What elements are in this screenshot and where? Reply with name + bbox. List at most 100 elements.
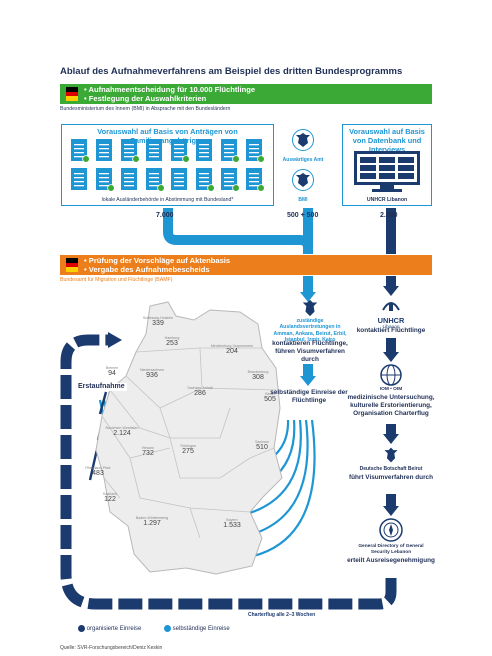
iom-globe-icon xyxy=(380,364,402,386)
federal-eagle-icon xyxy=(384,447,398,463)
state-name: Berlin xyxy=(265,392,275,396)
step2-authority: Bundesamt für Migration und Flüchtlinge … xyxy=(60,277,173,283)
family-box-caption: lokale Ausländerbehörde in Abstimmung mi… xyxy=(101,197,234,203)
document-icon xyxy=(246,139,265,163)
general-security-logo xyxy=(376,518,406,547)
state-quota: 483 xyxy=(92,470,104,477)
general-security-action: erteilt Ausreisegenehmigung xyxy=(347,557,435,564)
step1-line-1: • Aufnahmeentscheidung für 10.000 Flücht… xyxy=(84,85,256,94)
state-quota: 339 xyxy=(152,320,164,327)
embassy-beirut-eagle xyxy=(380,446,402,469)
iom-logo xyxy=(378,364,404,391)
step1-line-2: • Festlegung der Auswahlkriterien xyxy=(84,94,207,103)
legend-light-dot xyxy=(164,625,171,632)
document-icon xyxy=(246,168,265,192)
state-quota: 732 xyxy=(142,450,154,457)
legend-dark-dot xyxy=(78,625,85,632)
state-name: Bayern xyxy=(226,518,238,522)
step2-line-2: • Vergabe des Aufnahmebescheids xyxy=(84,265,210,274)
state-quota: 936 xyxy=(146,372,158,379)
seal-icon xyxy=(379,518,403,542)
document-icon xyxy=(96,139,112,161)
document-icon xyxy=(146,168,165,192)
family-box-title: Vorauswahl auf Basis von Anträgen von Fa… xyxy=(97,127,238,145)
document-icon xyxy=(221,139,240,163)
state-quota: 505 xyxy=(264,396,276,403)
state-quota: 2.124 xyxy=(113,430,131,437)
unhcr-box-title: Vorauswahl auf Basis von Datenbank und I… xyxy=(349,127,425,154)
state-quota: 122 xyxy=(104,496,116,503)
state-quota: 510 xyxy=(256,444,268,451)
state-quota: 204 xyxy=(226,348,238,355)
count-unhcr: 2.000 xyxy=(380,212,398,219)
state-name: Baden-Württemberg xyxy=(135,516,169,520)
general-security-label: General Directory of General Security Le… xyxy=(358,544,424,555)
iom-label: IOM • OIM xyxy=(379,387,403,392)
legend-organized-label: organisierte Einreise xyxy=(86,626,142,633)
unhcr-action: kontaktiert Flüchtlinge xyxy=(356,327,426,334)
document-icon xyxy=(196,168,215,192)
state-name: Schleswig-Holstein xyxy=(142,316,174,320)
erstaufnahme-label: Erstaufnahme xyxy=(76,383,127,391)
state-name: Mecklenburg-Vorpommern xyxy=(210,344,254,348)
state-name: Hamburg xyxy=(164,336,180,340)
document-icon xyxy=(71,139,90,163)
legend-self-label: selbständige Einreise xyxy=(172,626,230,633)
application-documents-icon xyxy=(71,139,265,192)
step1-authority: Bundesministerium des Innern (BMI) in Ab… xyxy=(60,106,231,112)
step2-banner: • Prüfung der Vorschläge auf Aktenbasis … xyxy=(60,255,432,275)
state-quota: 1.533 xyxy=(223,522,241,529)
federal-eagle-icon xyxy=(302,299,318,317)
federal-eagle-icon xyxy=(292,169,314,191)
unhcr-logo-text: UNHCR xyxy=(377,316,405,325)
state-name: Brandenburg xyxy=(247,370,269,374)
step1-banner: • Aufnahmeentscheidung für 10.000 Flücht… xyxy=(60,84,432,104)
self-entry-label: selbständige Einreise der Flüchtlinge xyxy=(270,389,348,404)
unhcr-icon xyxy=(382,302,400,311)
state-name: Thüringen xyxy=(179,444,197,448)
state-name: Rheinland-Pfalz xyxy=(85,466,111,470)
state-name: Sachsen-Anhalt xyxy=(187,386,213,390)
state-name: Niedersachsen xyxy=(140,368,164,372)
count-bmi: 500 + 500 xyxy=(287,212,319,219)
document-icon xyxy=(221,168,240,192)
german-flag-icon xyxy=(66,87,78,101)
state-name: Saarland xyxy=(102,492,118,496)
document-icon xyxy=(121,139,140,163)
document-icon xyxy=(171,168,187,190)
auswaertiges-amt: Auswärtiges Amt xyxy=(282,128,324,163)
state-quota: 275 xyxy=(182,448,194,455)
charter-label: Charterflug alle 2–3 Wochen xyxy=(248,612,316,618)
state-name: Bremen xyxy=(105,366,119,370)
source-note: Quelle: SVR-Forschungsbereich/Deniz Kesk… xyxy=(60,645,163,651)
germany-map xyxy=(95,301,283,575)
embassy-beirut-label: Deutsche Botschaft Beirut xyxy=(359,466,423,472)
embassy-beirut-action: führt Visumverfahren durch xyxy=(348,474,434,481)
document-icon xyxy=(196,139,212,161)
legend-organized: organisierte Einreise xyxy=(78,625,141,632)
german-flag-icon xyxy=(66,258,78,272)
legend-self: selbständige Einreise xyxy=(164,625,230,632)
database-monitor-icon xyxy=(354,151,420,192)
family-selection-box: Vorauswahl auf Basis von Anträgen von Fa… xyxy=(61,124,274,206)
document-icon xyxy=(71,168,87,190)
document-icon xyxy=(171,139,190,163)
state-name: Hessen xyxy=(141,446,155,450)
bmi: BMI xyxy=(282,168,324,203)
state-quota: 94 xyxy=(108,370,116,377)
embassies-label: zuständige Auslandsvertretungen in Amman… xyxy=(273,318,347,344)
diagram-title: Ablauf des Aufnahmeverfahrens am Beispie… xyxy=(60,66,403,77)
state-quota: 1.297 xyxy=(143,520,161,527)
